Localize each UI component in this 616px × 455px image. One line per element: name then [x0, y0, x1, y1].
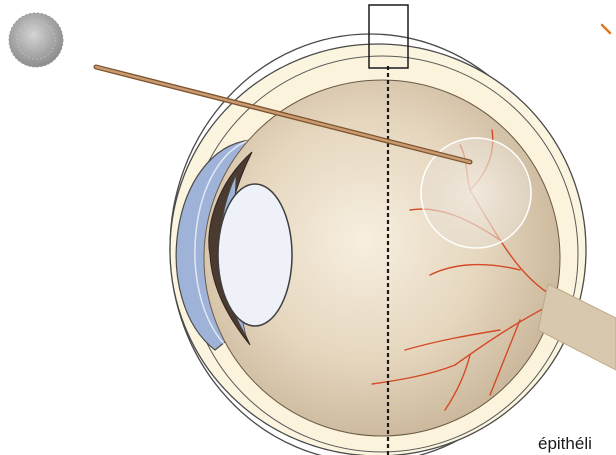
epithelium-label: épithéli [538, 434, 592, 454]
marker-dot [602, 25, 610, 33]
lens [218, 184, 292, 326]
virus-particle-icon [9, 13, 63, 67]
